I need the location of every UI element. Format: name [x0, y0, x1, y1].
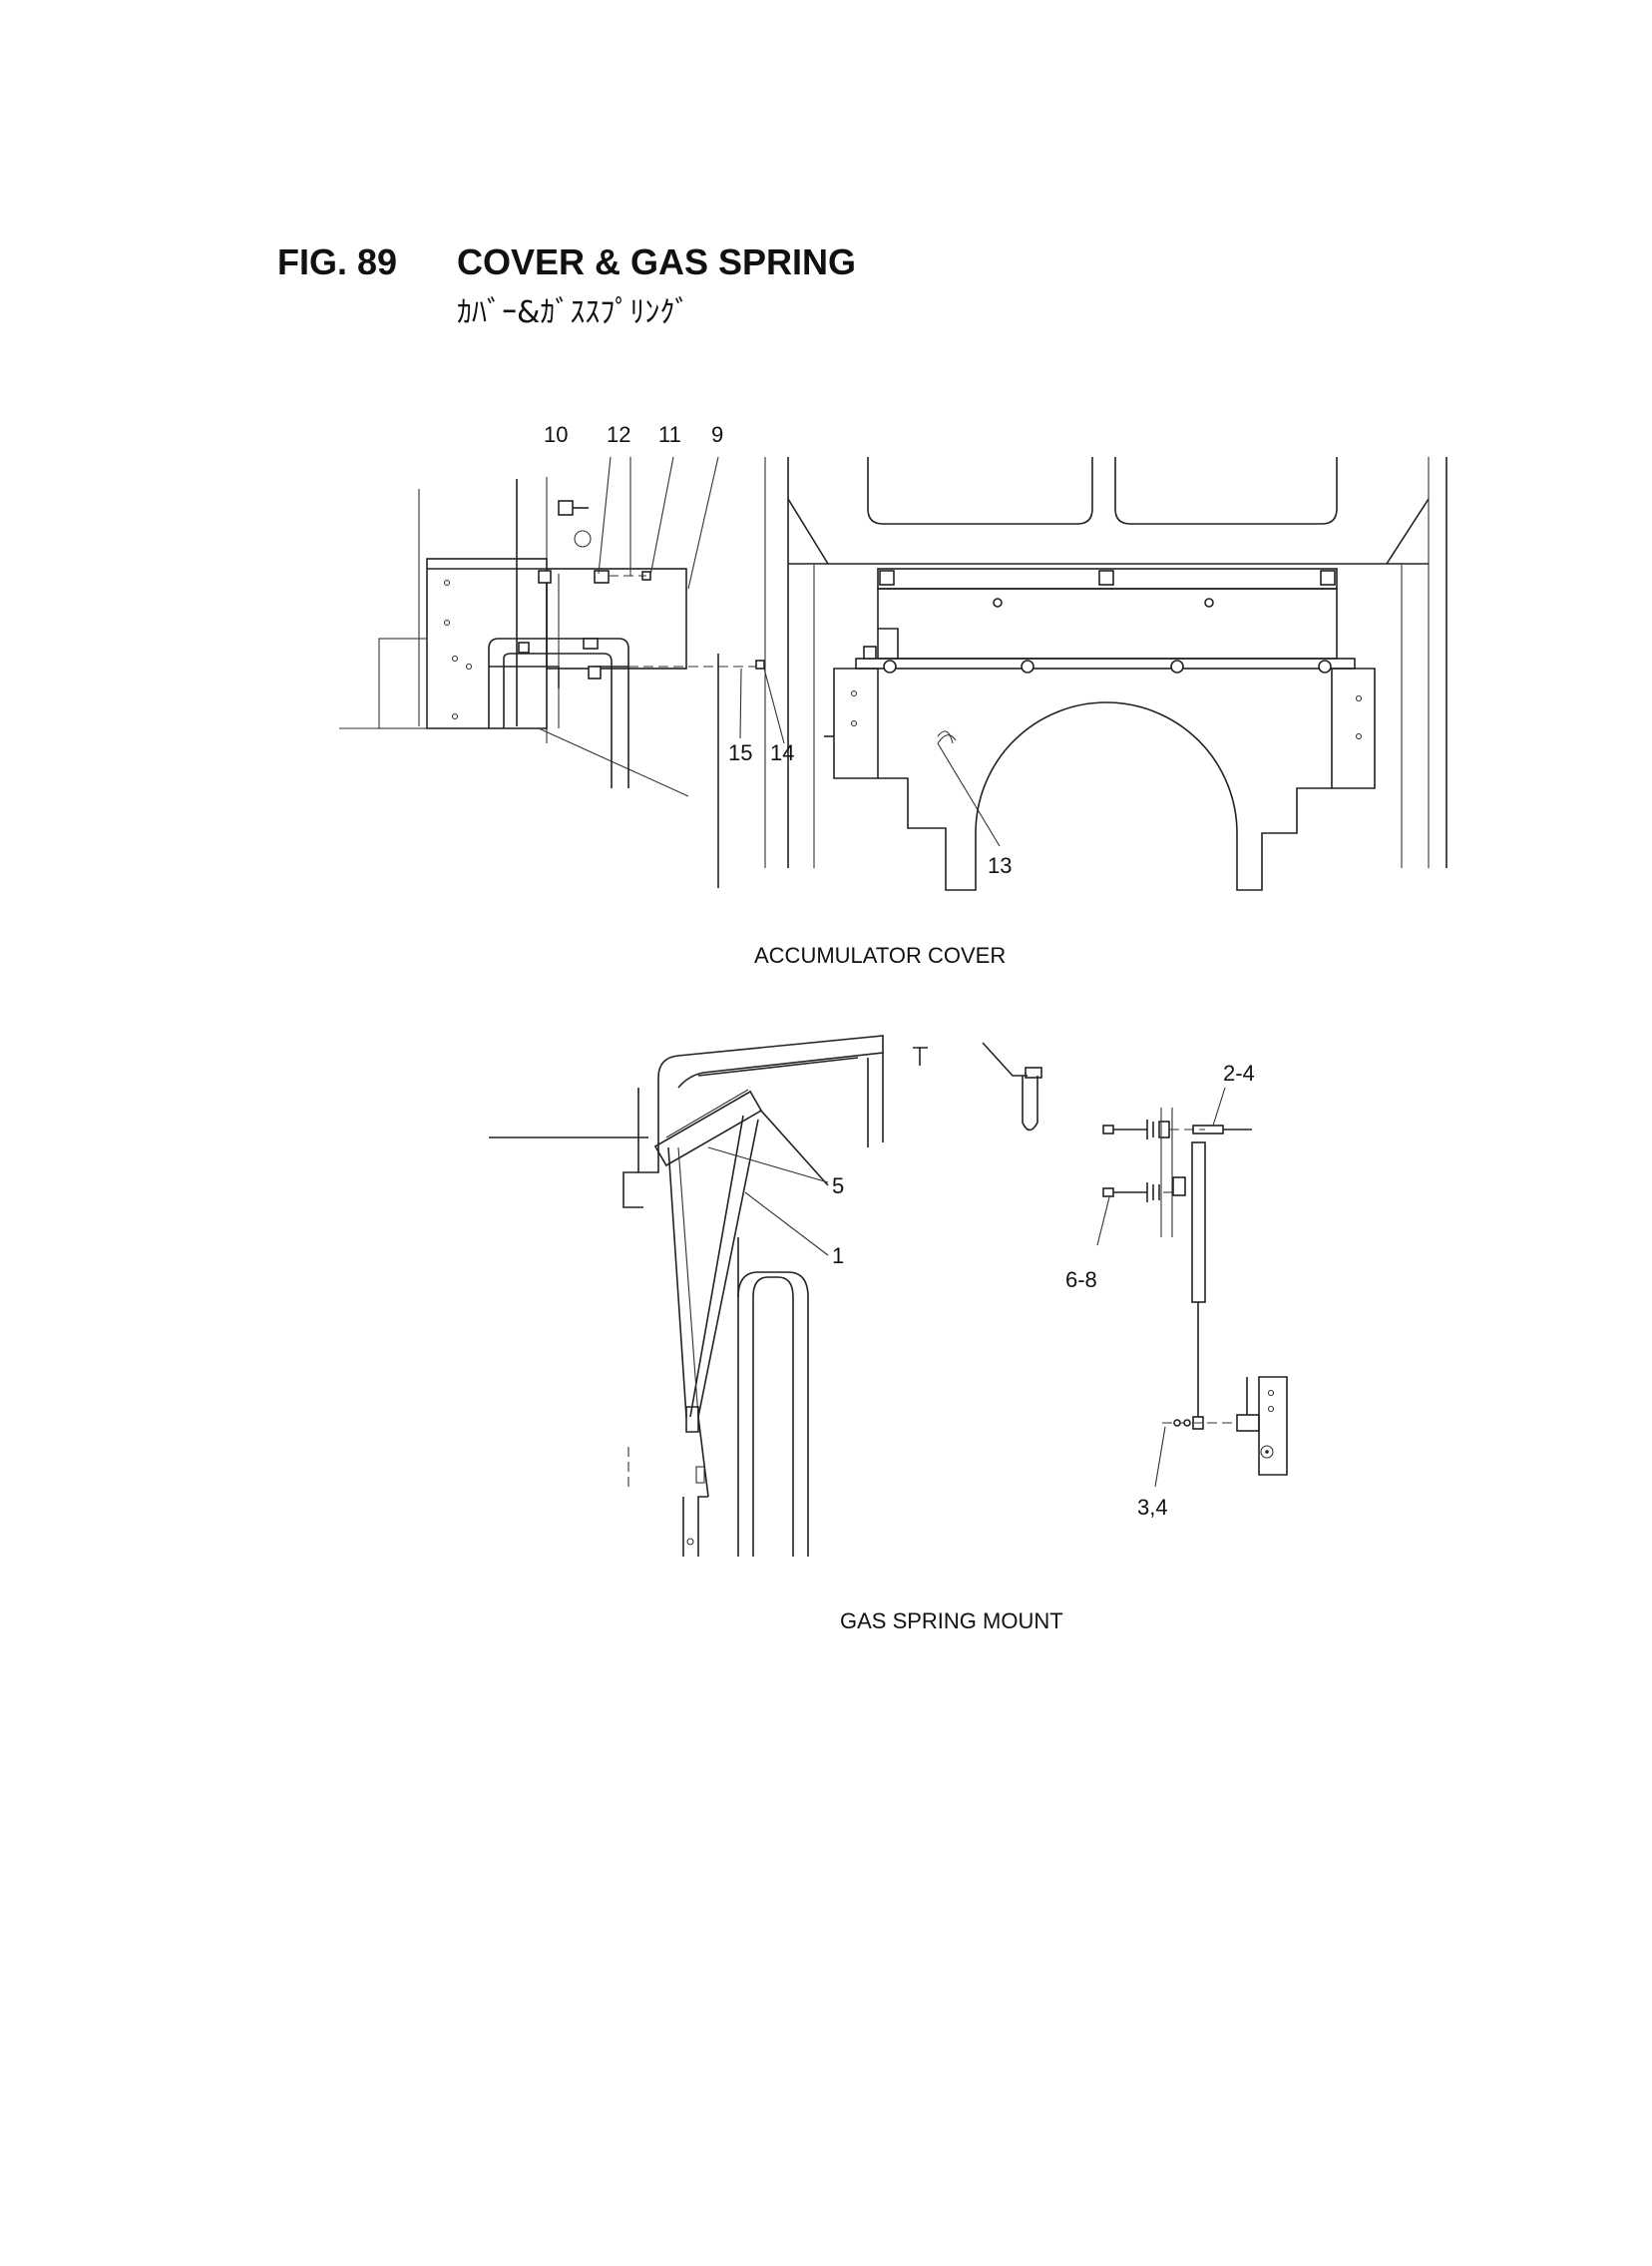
callout-1: 1	[832, 1243, 844, 1268]
callout-11: 11	[658, 422, 681, 447]
callout-12: 12	[607, 422, 630, 447]
accumulator-callouts: 10 12 11 9 15 14 13	[544, 422, 1012, 878]
callout-13: 13	[988, 853, 1012, 878]
callout-10: 10	[544, 422, 568, 447]
accumulator-cover-front-view	[764, 457, 1447, 891]
callout-3-4: 3,4	[1137, 1495, 1168, 1520]
callout-15: 15	[728, 740, 752, 765]
figure-subtitle-japanese: ｶﾊﾞｰ&ｶﾞｽｽﾌﾟﾘﾝｸﾞ	[457, 295, 690, 330]
accumulator-cover-side-view	[339, 456, 1001, 888]
figure-title: COVER & GAS SPRING	[457, 241, 857, 282]
gas-spring-callouts: 2-4 5 1 6-8 3,4	[832, 1061, 1255, 1520]
callout-6-8: 6-8	[1065, 1267, 1097, 1292]
gas-spring-mount-left-assembly	[489, 1035, 1042, 1557]
figure-number: FIG. 89	[277, 241, 398, 282]
gas-spring-mount-caption: GAS SPRING MOUNT	[840, 1608, 1063, 1633]
callout-5: 5	[832, 1173, 844, 1198]
gas-spring-exploded-detail	[1096, 1087, 1288, 1488]
callout-14: 14	[770, 740, 794, 765]
callout-9: 9	[711, 422, 723, 447]
accumulator-cover-caption: ACCUMULATOR COVER	[754, 943, 1007, 968]
callout-2-4: 2-4	[1223, 1061, 1255, 1086]
